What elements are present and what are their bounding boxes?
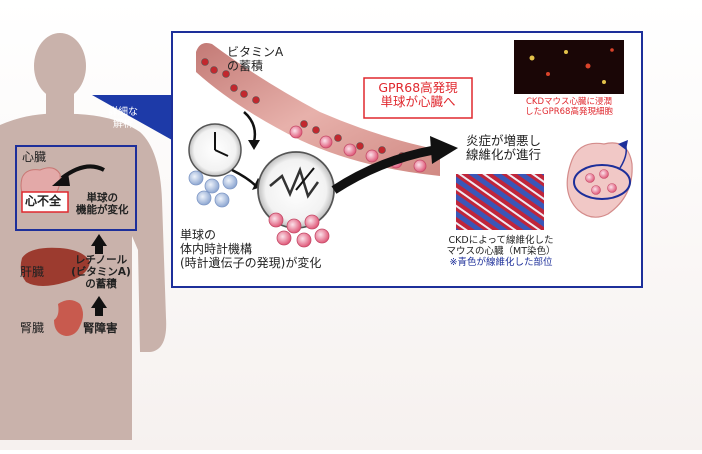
vitamin-a-label: ビタミンA の蓄積 (227, 45, 284, 74)
retinol-line3: の蓄積 (85, 278, 117, 291)
micrograph-caption-line2: したGPR68高発現細胞 (525, 106, 613, 117)
gpr68-line1: GPR68高発現 (378, 80, 458, 95)
kidney-damage-text: 腎障害 (83, 321, 118, 335)
altered-clock (257, 151, 335, 229)
zoom-label-line1: 詳細な (108, 107, 138, 118)
activated-monocytes (268, 212, 330, 248)
gpr68-line2: 単球が心臓へ (380, 94, 456, 110)
heart-panel (15, 145, 137, 231)
upward-arrows (91, 234, 107, 316)
gpr68-callout-text: GPR68高発現 単球が心臓へ (368, 80, 468, 110)
gpr68-micrograph (514, 40, 624, 94)
zoom-label: 詳細な 解析 (103, 107, 143, 130)
monocyte-change-text: 単球の 機能が変化 (76, 192, 129, 216)
fibrosis-micrograph (456, 174, 544, 230)
pale-monocytes (188, 170, 238, 208)
heart-illustration (566, 140, 633, 218)
liver-illustration (20, 247, 91, 286)
migration-arrow (331, 145, 435, 194)
fibrosis-note: ※青色が線維化した部位 (449, 256, 553, 268)
vitamin-a-line1: ビタミンA (227, 45, 284, 59)
clock-caption-line2: 体内時計機構 (180, 241, 253, 256)
fibrosis-caption: CKDによって線維化した マウスの心臓（MT染色） ※青色が線維化した部位 (446, 235, 556, 269)
arrow-to-clock (243, 111, 257, 143)
micrograph-caption: CKDマウス心臓に浸潤 したGPR68高発現細胞 (512, 97, 626, 118)
gpr68-callout (363, 77, 473, 119)
fibrosis-caption-line2: マウスの心臓（MT染色） (446, 245, 556, 257)
zoom-label-line2: 解析 (113, 118, 133, 130)
blood-vessel (196, 43, 440, 176)
retinol-line2: (ビタミンA) (71, 266, 131, 279)
heart-failure-text: 心不全 (25, 194, 62, 208)
heart-label: 心臓 (22, 150, 47, 164)
vitamin-a-line2: の蓄積 (227, 58, 264, 73)
retinol-line1: レチノール (74, 254, 128, 266)
heart-failure-box (21, 191, 69, 213)
inflammation-line1: 炎症が増悪し (466, 133, 542, 148)
kidney-illustration (54, 300, 83, 336)
micrograph-caption-line1: CKDマウス心臓に浸潤 (525, 97, 613, 107)
clock-caption-line1: 単球の (180, 228, 217, 242)
zoom-arrow (92, 95, 172, 140)
arrow-to-altered-clock (231, 168, 257, 187)
inflammation-line2: 線維化が進行 (466, 147, 542, 163)
inflammation-text: 炎症が増悪し 線維化が進行 (466, 133, 542, 163)
clock-caption: 単球の 体内時計機構 (時計遺伝子の発現)が変化 (180, 228, 322, 270)
clock-caption-line3: (時計遺伝子の発現)が変化 (180, 255, 322, 270)
fibrosis-caption-line1: CKDによって線維化した (448, 235, 554, 246)
monocyte-change-line1: 単球の (86, 192, 119, 204)
kidney-label: 腎臓 (20, 321, 45, 335)
retinol-accumulation-text: レチノール (ビタミンA) の蓄積 (66, 254, 136, 290)
monocyte-change-line2: 機能が変化 (76, 204, 129, 217)
liver-label: 肝臓 (20, 265, 45, 279)
normal-clock (188, 123, 242, 177)
